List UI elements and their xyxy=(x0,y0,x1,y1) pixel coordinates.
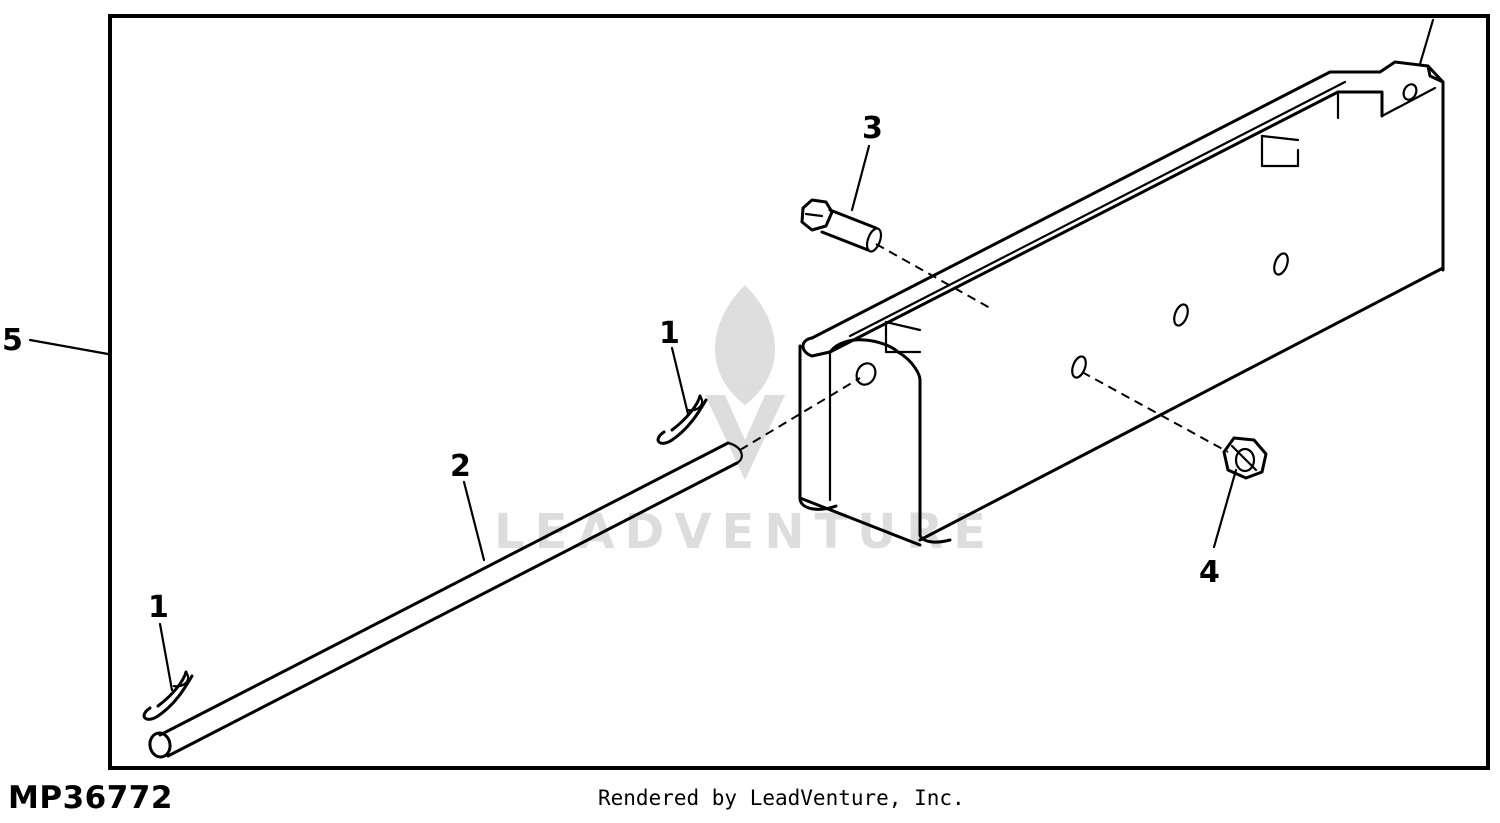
pin-rod xyxy=(148,441,743,759)
watermark-v-icon xyxy=(705,395,785,480)
callout-1-lower: 1 xyxy=(148,590,169,625)
callout-2: 2 xyxy=(450,449,471,484)
bolt-assembly-line xyxy=(875,243,991,309)
nut-assembly-line xyxy=(1081,371,1229,453)
weight-box xyxy=(798,60,1445,547)
watermark-text: LEADVENTURE xyxy=(494,504,996,560)
pin-assembly-line xyxy=(739,377,861,451)
hair-pin-clip-lower xyxy=(142,670,194,721)
diagram-frame xyxy=(108,14,1490,770)
hair-pin-clip-upper xyxy=(656,394,708,445)
figure-id: MP36772 xyxy=(8,780,173,816)
leader-lines xyxy=(28,18,1435,692)
callout-3: 3 xyxy=(862,111,883,146)
watermark: LEADVENTURE xyxy=(494,285,996,560)
callout-5: 5 xyxy=(2,323,23,358)
flange-nut xyxy=(1222,436,1268,480)
callout-1-upper: 1 xyxy=(659,316,680,351)
render-credit: Rendered by LeadVenture, Inc. xyxy=(598,786,965,810)
watermark-flame-icon xyxy=(715,285,775,405)
bolt xyxy=(800,198,883,253)
callout-4: 4 xyxy=(1199,555,1220,590)
